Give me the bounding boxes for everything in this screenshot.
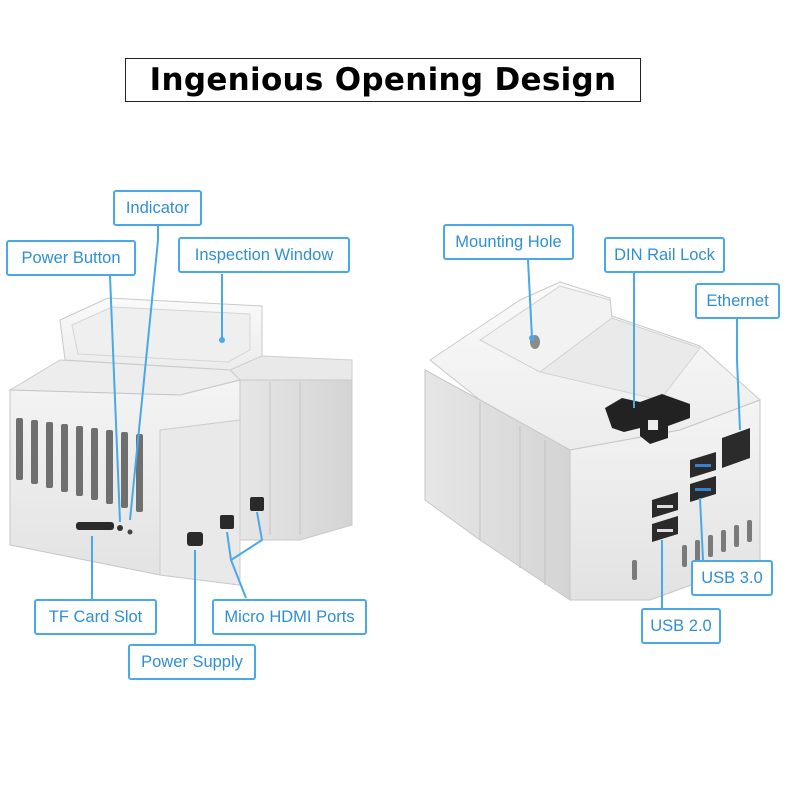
right-enclosure — [424, 281, 761, 601]
usb-3-0-label: USB 3.0 — [691, 560, 773, 596]
callout-lines — [91, 226, 741, 645]
micro-hdmi-ports-label: Micro HDMI Ports — [212, 599, 367, 635]
power-button-icon — [117, 525, 123, 531]
page-title: Ingenious Opening Design — [125, 58, 641, 102]
indicator-led-icon — [127, 529, 133, 535]
power-button-label: Power Button — [6, 240, 136, 276]
usb-2-0-label: USB 2.0 — [641, 608, 721, 644]
din-rail-lock-icon — [605, 394, 690, 444]
ethernet-label: Ethernet — [695, 283, 780, 319]
callout-dots — [219, 335, 535, 343]
usb-2-0-ports-icon — [652, 492, 678, 542]
mounting-hole-label: Mounting Hole — [443, 224, 574, 260]
micro-hdmi-port-icon — [220, 515, 234, 529]
tf-card-slot-label: TF Card Slot — [34, 599, 157, 635]
power-supply-label: Power Supply — [128, 644, 256, 680]
usb-3-0-ports-icon — [690, 452, 716, 502]
power-supply-port-icon — [187, 532, 203, 546]
micro-hdmi-port-icon — [250, 497, 264, 511]
tf-card-slot-icon — [76, 522, 114, 530]
indicator-label: Indicator — [113, 190, 202, 226]
left-vent-slots — [16, 418, 143, 512]
inspection-window-label: Inspection Window — [178, 237, 350, 273]
ethernet-port-icon — [722, 428, 750, 468]
din-rail-lock-label: DIN Rail Lock — [604, 237, 725, 273]
